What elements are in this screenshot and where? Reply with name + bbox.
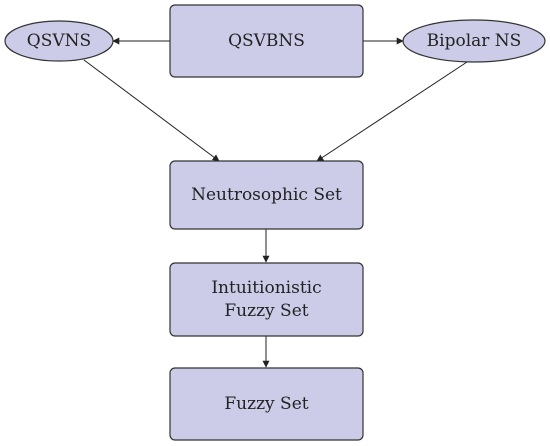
node-fuzzy-set-label: Fuzzy Set <box>224 394 308 414</box>
node-fuzzy-set-box <box>169 367 364 441</box>
node-bipolar-ns: Bipolar NS <box>402 19 546 63</box>
node-intuitionistic-fuzzy-set: Intuitionistic Fuzzy Set <box>169 262 364 337</box>
node-intuitionistic-fuzzy-set-label-line-1: Intuitionistic <box>211 278 321 298</box>
node-qsvns: QSVNS <box>4 20 114 62</box>
node-bipolar-ns-label: Bipolar NS <box>427 31 522 51</box>
edge-qsvns-to-neutrosophic-set <box>83 59 220 162</box>
node-neutrosophic-set-label: Neutrosophic Set <box>191 185 342 205</box>
node-fuzzy-set: Fuzzy Set <box>169 367 364 441</box>
edges <box>83 37 468 368</box>
node-neutrosophic-set-box <box>169 160 364 230</box>
node-qsvbns-box <box>169 4 364 78</box>
node-qsvns-label: QSVNS <box>27 31 91 51</box>
node-intuitionistic-fuzzy-set-label-line-2: Fuzzy Set <box>224 301 308 321</box>
node-qsvbns: QSVBNS <box>169 4 364 78</box>
node-neutrosophic-set: Neutrosophic Set <box>169 160 364 230</box>
edge-bipolar-ns-to-neutrosophic-set <box>316 61 468 162</box>
node-qsvbns-label: QSVBNS <box>228 31 305 51</box>
node-qsvns-ellipse <box>4 20 114 62</box>
node-intuitionistic-fuzzy-set-box <box>169 262 364 337</box>
node-bipolar-ns-ellipse <box>402 19 546 63</box>
